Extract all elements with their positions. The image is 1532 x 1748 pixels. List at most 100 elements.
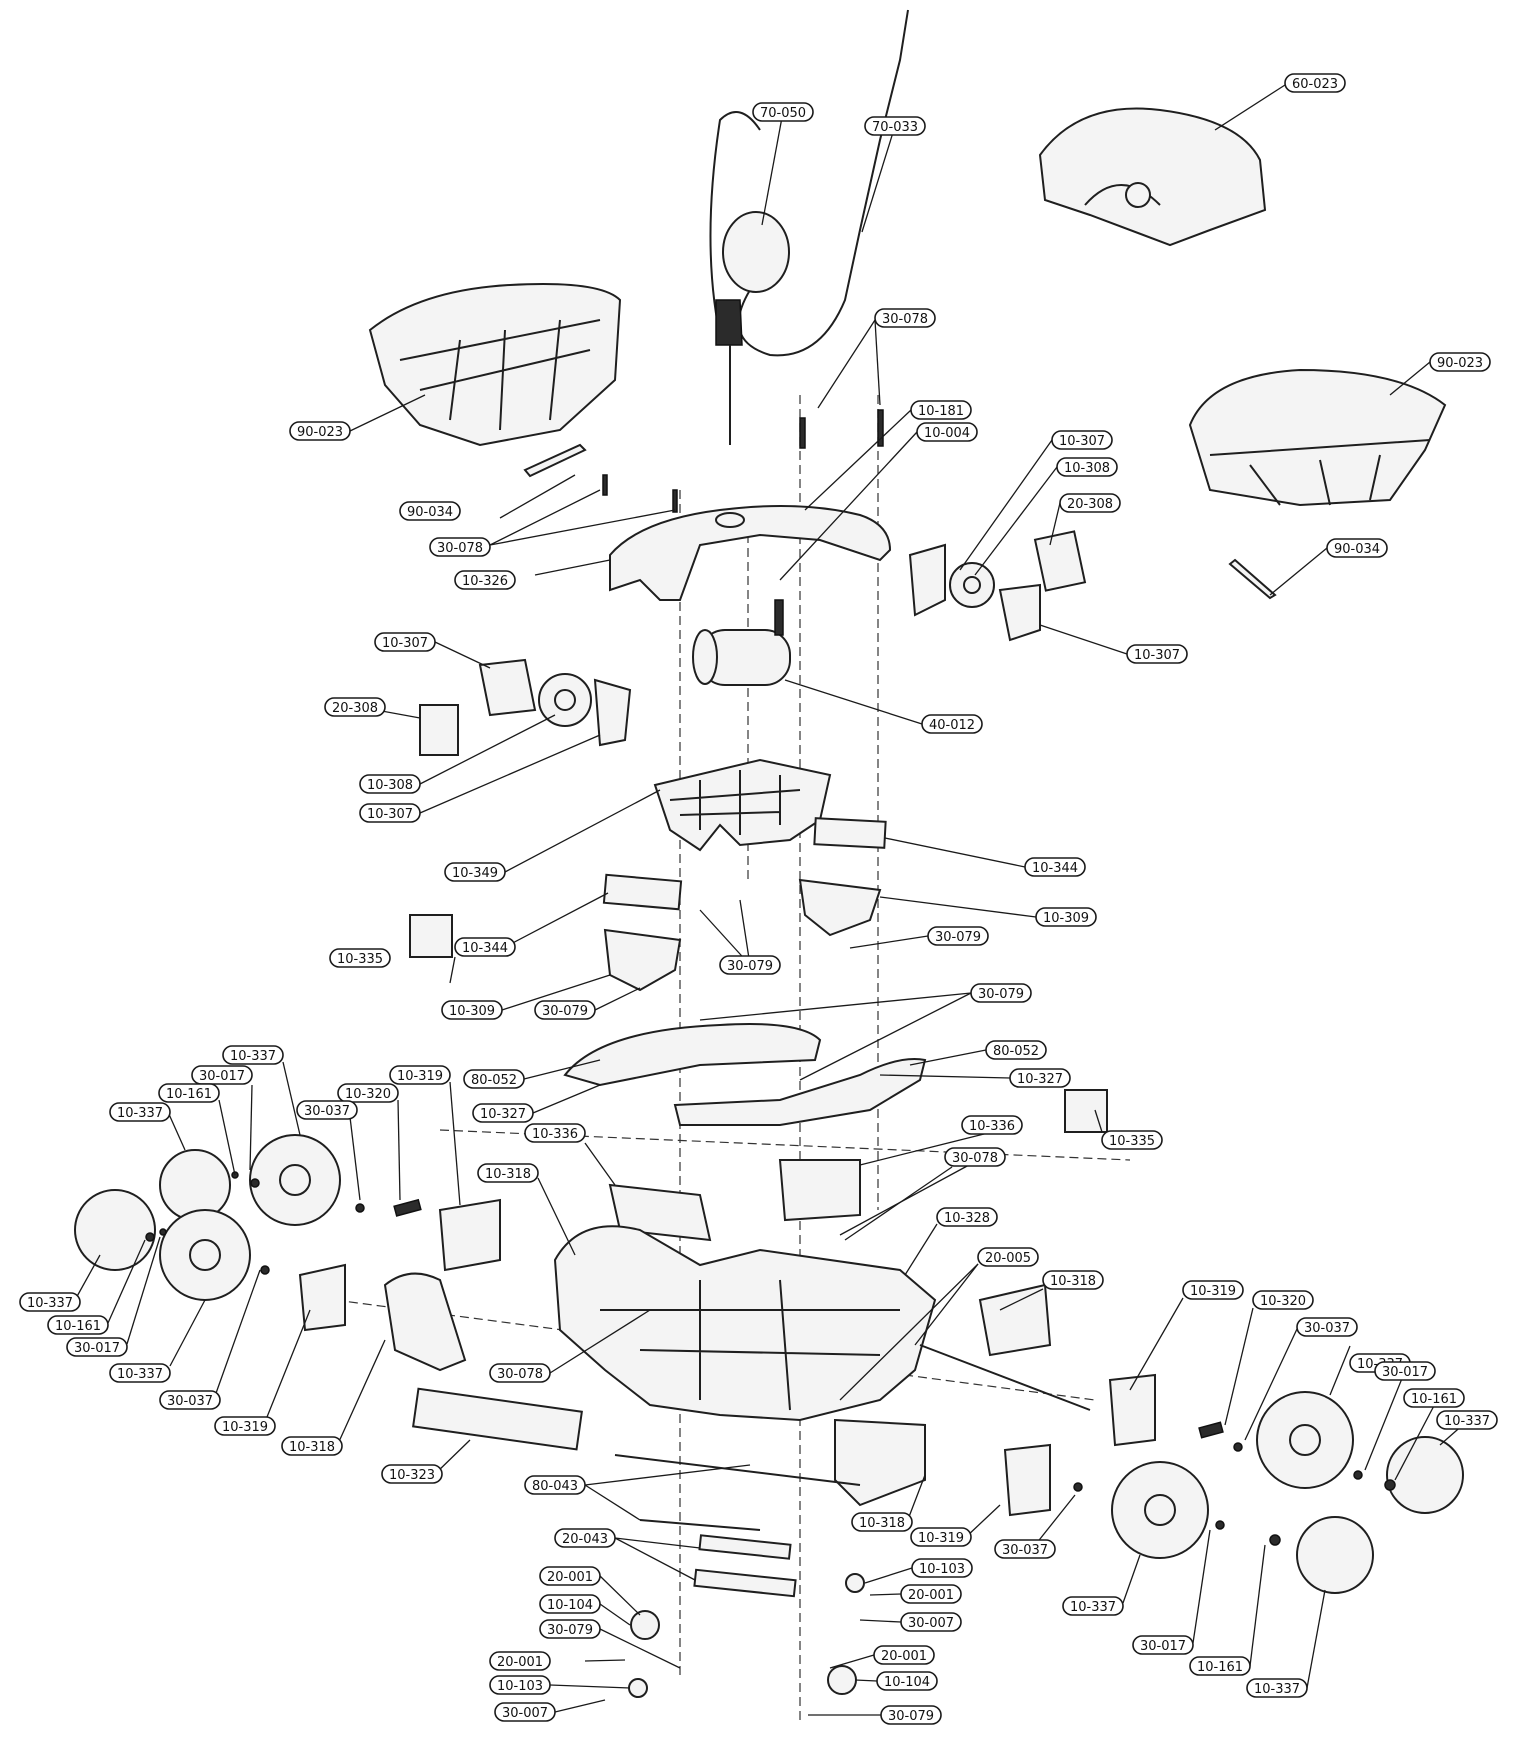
svg-text:10-323: 10-323: [389, 1468, 435, 1483]
part-80-052-10-327: [563, 1023, 927, 1126]
callout-20-001: 20-001: [873, 1645, 935, 1665]
svg-text:20-308: 20-308: [1067, 497, 1113, 512]
svg-text:10-307: 10-307: [1059, 434, 1105, 449]
part-40-012: [692, 599, 791, 686]
svg-text:90-034: 90-034: [1334, 542, 1380, 557]
svg-text:30-037: 30-037: [1002, 1543, 1048, 1558]
callout-30-079: 30-079: [970, 983, 1032, 1003]
svg-text:10-318: 10-318: [1050, 1274, 1096, 1289]
callout-30-079: 30-079: [539, 1619, 601, 1639]
svg-text:80-052: 80-052: [471, 1073, 517, 1088]
callout-30-079: 30-079: [927, 926, 989, 946]
callout-20-043: 20-043: [554, 1528, 616, 1548]
svg-text:10-161: 10-161: [1197, 1660, 1243, 1675]
callout-10-104: 10-104: [876, 1671, 938, 1691]
svg-text:20-001: 20-001: [881, 1649, 927, 1664]
callout-10-307: 10-307: [359, 803, 421, 823]
callout-10-307: 10-307: [1051, 430, 1113, 450]
svg-text:30-078: 30-078: [497, 1367, 543, 1382]
svg-text:10-309: 10-309: [449, 1004, 495, 1019]
callout-30-037: 30-037: [159, 1390, 221, 1410]
callout-90-034: 90-034: [1326, 538, 1388, 558]
callout-30-017: 30-017: [66, 1337, 128, 1357]
callout-60-023: 60-023: [1284, 73, 1346, 93]
svg-text:30-079: 30-079: [978, 987, 1024, 1002]
svg-text:30-017: 30-017: [199, 1069, 245, 1084]
callout-20-001: 20-001: [900, 1584, 962, 1604]
callout-30-079: 30-079: [534, 1000, 596, 1020]
part-20-005: [919, 1344, 1091, 1411]
callout-10-161: 10-161: [1189, 1656, 1251, 1676]
callout-70-033: 70-033: [864, 116, 926, 136]
callout-30-017: 30-017: [191, 1065, 253, 1085]
part-10-344-10-309: [602, 817, 887, 992]
svg-text:10-318: 10-318: [289, 1440, 335, 1455]
callout-10-004: 10-004: [916, 422, 978, 442]
callout-20-308: 20-308: [324, 697, 386, 717]
callout-10-337: 10-337: [1436, 1410, 1498, 1430]
svg-text:10-104: 10-104: [884, 1675, 930, 1690]
part-lower-blades: [412, 1387, 861, 1598]
svg-text:70-033: 70-033: [872, 120, 918, 135]
svg-text:80-043: 80-043: [532, 1479, 578, 1494]
part-10-337-wheels: [74, 1134, 1464, 1594]
svg-text:20-001: 20-001: [497, 1655, 543, 1670]
part-90-023-right: [1188, 368, 1447, 507]
svg-text:10-335: 10-335: [337, 952, 383, 967]
callout-10-103: 10-103: [489, 1675, 551, 1695]
svg-text:10-336: 10-336: [969, 1119, 1015, 1134]
callout-10-320: 10-320: [337, 1083, 399, 1103]
svg-text:30-079: 30-079: [542, 1004, 588, 1019]
svg-text:10-319: 10-319: [397, 1069, 443, 1084]
callout-30-078: 30-078: [489, 1363, 551, 1383]
callout-30-007: 30-007: [494, 1702, 556, 1722]
svg-text:10-328: 10-328: [944, 1211, 990, 1226]
callout-70-050: 70-050: [752, 102, 814, 122]
svg-text:40-012: 40-012: [929, 718, 975, 733]
svg-text:80-052: 80-052: [993, 1044, 1039, 1059]
svg-text:10-337: 10-337: [27, 1296, 73, 1311]
svg-text:10-327: 10-327: [1017, 1072, 1063, 1087]
callout-10-103: 10-103: [911, 1558, 973, 1578]
svg-text:90-023: 90-023: [297, 425, 343, 440]
callout-10-318: 10-318: [477, 1163, 539, 1183]
svg-text:30-017: 30-017: [74, 1341, 120, 1356]
callout-10-327: 10-327: [472, 1103, 534, 1123]
svg-text:10-307: 10-307: [1134, 648, 1180, 663]
callout-10-320: 10-320: [1252, 1290, 1314, 1310]
callout-10-344: 10-344: [1024, 857, 1086, 877]
svg-text:10-309: 10-309: [1043, 911, 1089, 926]
callout-30-017: 30-017: [1374, 1361, 1436, 1381]
part-10-336: [608, 1159, 861, 1242]
svg-text:10-337: 10-337: [230, 1049, 276, 1064]
callout-10-319: 10-319: [214, 1416, 276, 1436]
svg-text:70-050: 70-050: [760, 106, 806, 121]
svg-text:30-017: 30-017: [1140, 1639, 1186, 1654]
svg-text:10-337: 10-337: [117, 1367, 163, 1382]
svg-text:10-181: 10-181: [918, 404, 964, 419]
callout-80-043: 80-043: [524, 1475, 586, 1495]
leader-lines: [74, 84, 1466, 1716]
svg-text:10-337: 10-337: [117, 1106, 163, 1121]
callout-10-337: 10-337: [19, 1292, 81, 1312]
callout-20-001: 20-001: [489, 1651, 551, 1671]
part-10-328: [553, 1225, 937, 1422]
callout-80-052: 80-052: [463, 1069, 525, 1089]
callout-10-308: 10-308: [359, 774, 421, 794]
callout-10-335: 10-335: [1101, 1130, 1163, 1150]
svg-text:10-104: 10-104: [547, 1598, 593, 1613]
svg-text:10-337: 10-337: [1444, 1414, 1490, 1429]
svg-text:60-023: 60-023: [1292, 77, 1338, 92]
callout-30-079: 30-079: [880, 1705, 942, 1725]
svg-text:10-103: 10-103: [919, 1562, 965, 1577]
svg-text:10-161: 10-161: [166, 1087, 212, 1102]
callout-30-078: 30-078: [874, 308, 936, 328]
svg-text:10-004: 10-004: [924, 426, 970, 441]
svg-text:30-037: 30-037: [304, 1104, 350, 1119]
callout-40-012: 40-012: [921, 714, 983, 734]
part-10-326: [609, 505, 892, 601]
svg-text:90-023: 90-023: [1437, 356, 1483, 371]
svg-text:30-079: 30-079: [727, 959, 773, 974]
